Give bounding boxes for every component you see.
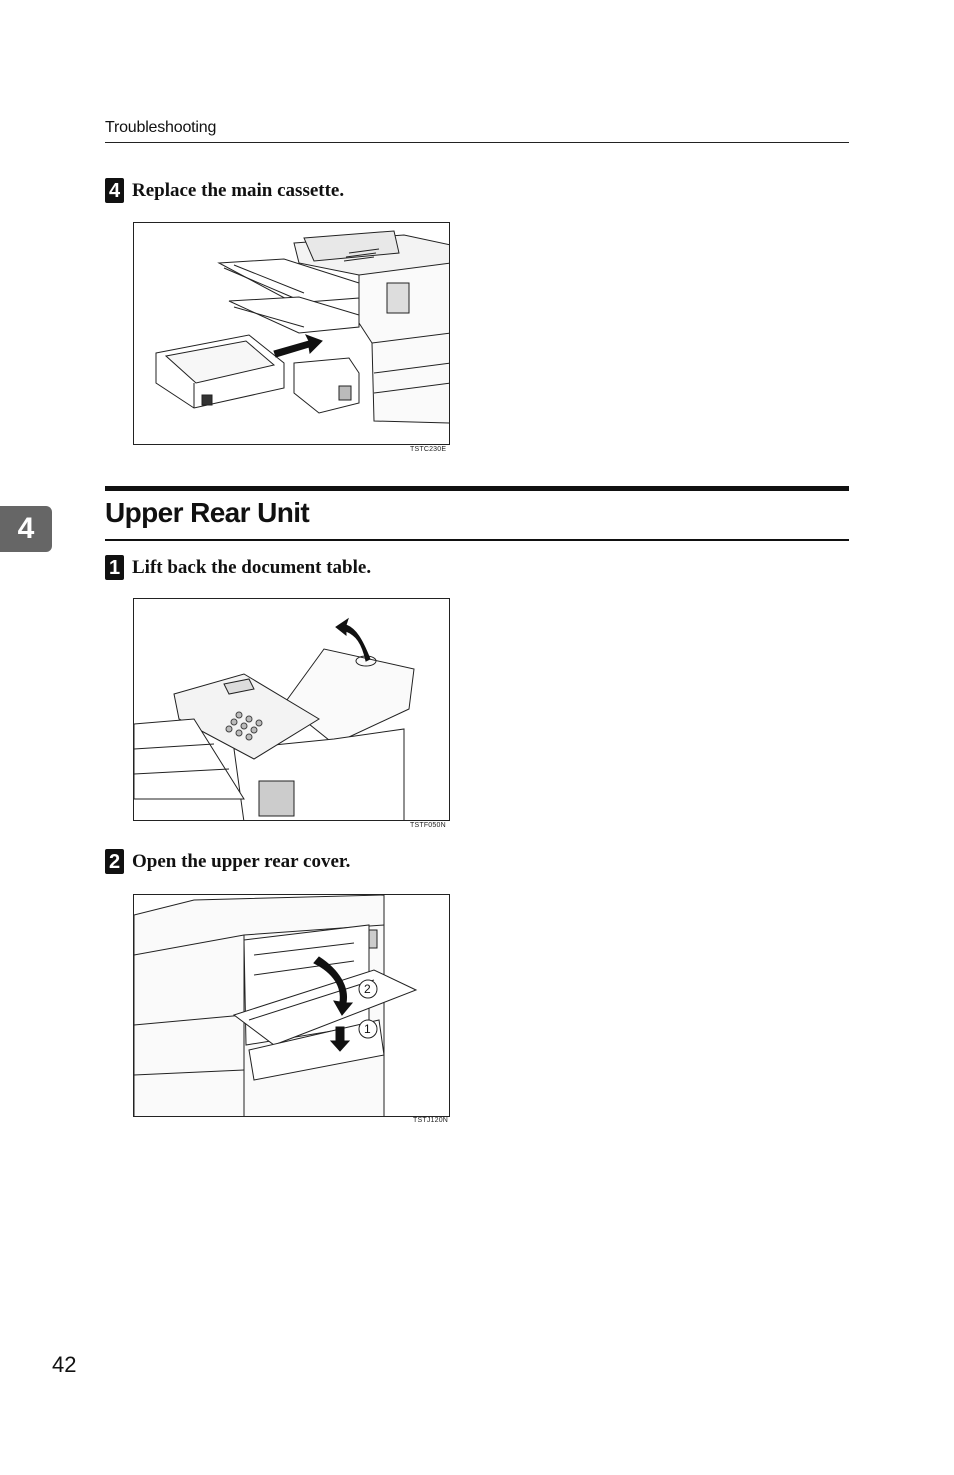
chapter-tab[interactable]: 4 (0, 506, 52, 552)
figure-code: TSTC230E (410, 446, 447, 453)
step-open-rear-cover: 2 Open the upper rear cover. (105, 849, 350, 874)
step-number-badge: 4 (105, 178, 124, 203)
step-number-badge: 1 (105, 555, 124, 580)
rear-cover-illustration: 2 1 (134, 895, 418, 1116)
step-instruction: Open the upper rear cover. (132, 850, 351, 872)
running-header: Troubleshooting (105, 119, 217, 136)
document-table-illustration (134, 617, 415, 820)
callout-1: 1 (364, 1022, 371, 1036)
step-number-badge: 2 (105, 849, 124, 874)
section-title: Upper Rear Unit (105, 497, 310, 528)
figure-code: TSTF050N (410, 822, 446, 829)
header-rule (105, 142, 849, 143)
figure-lift-document-table (133, 598, 450, 821)
step-replace-cassette: 4 Replace the main cassette. (105, 178, 344, 203)
step-instruction: Lift back the document table. (132, 556, 372, 578)
step-lift-document-table: 1 Lift back the document table. (105, 555, 371, 580)
figure-open-rear-cover: 2 1 (133, 894, 450, 1117)
step-instruction: Replace the main cassette. (132, 179, 345, 201)
figure-code: TSTJ120N (413, 1117, 449, 1124)
figure-replace-cassette (133, 222, 450, 445)
section-rule-bottom (105, 539, 849, 541)
callout-2: 2 (364, 982, 371, 996)
cassette-illustration (155, 230, 449, 424)
section-rule-top (105, 486, 849, 491)
page-number: 42 (52, 1352, 77, 1377)
